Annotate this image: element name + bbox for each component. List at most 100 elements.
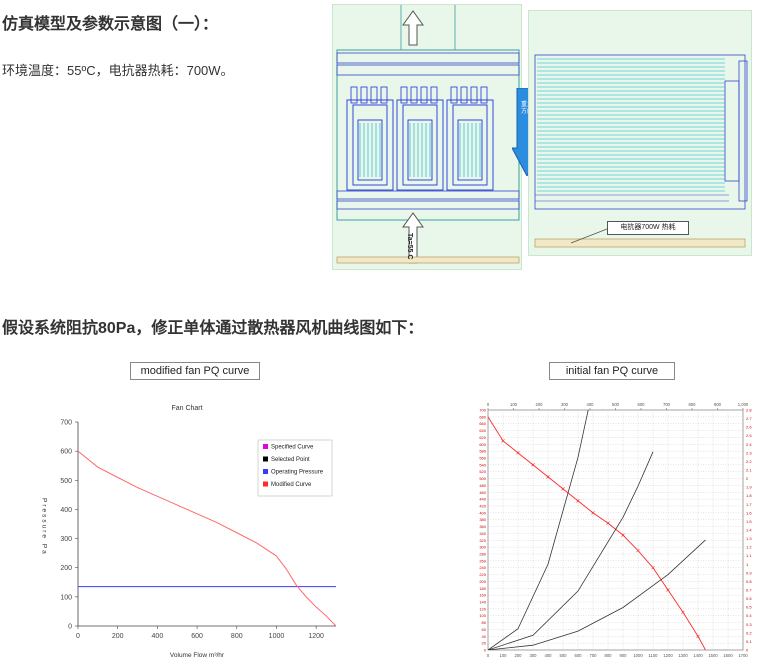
y-tick-label: 100 — [479, 613, 486, 618]
x-tick-label: 100 — [500, 653, 508, 658]
top-tick-label: 1,000 — [738, 402, 749, 407]
fan-curve-marker — [666, 588, 670, 592]
y-tick-label: 80 — [482, 620, 487, 625]
x-tick-label: 200 — [515, 653, 523, 658]
right-tick-label: 2.5 — [746, 433, 752, 438]
y-tick-label: 0 — [484, 648, 487, 653]
legend-entry: Specified Curve — [271, 445, 314, 451]
x-tick-label: 300 — [530, 653, 538, 658]
y-tick-label: 520 — [479, 469, 486, 474]
fan-curve-marker — [621, 533, 625, 537]
right-tick-label: 2.4 — [746, 442, 752, 447]
y-tick-label: 600 — [60, 449, 72, 456]
simulation-right-schematic — [534, 54, 748, 248]
y-tick-label: 320 — [479, 538, 486, 543]
x-tick-label: 500 — [560, 653, 568, 658]
y-tick-label: 340 — [479, 531, 486, 536]
right-tick-label: 1.2 — [746, 545, 752, 550]
x-axis-label: Volume Flow m³/hr — [170, 652, 225, 659]
x-tick-label: 200 — [112, 633, 124, 640]
legend-box — [257, 439, 333, 497]
x-tick-label: 0 — [76, 633, 80, 640]
y-tick-label: 700 — [60, 420, 72, 427]
section-heading-2: 假设系统阻抗80Pa，修正单体通过散热器风机曲线图如下： — [2, 320, 424, 337]
fan-curve-marker — [591, 511, 595, 515]
right-tick-label: 0.5 — [746, 605, 752, 610]
fan-curve-marker — [636, 548, 640, 553]
right-tick-label: 0.7 — [746, 588, 752, 593]
y-tick-label: 260 — [479, 558, 486, 563]
right-tick-label: 1.3 — [746, 536, 752, 541]
right-tick-label: 0.3 — [746, 622, 752, 627]
right-tick-label: 1.4 — [746, 528, 752, 533]
y-tick-label: 140 — [479, 600, 486, 605]
heat-loss-label: 电抗器700W 热耗 — [607, 221, 689, 235]
right-tick-label: 1.1 — [746, 553, 752, 558]
right-tick-label: 2.7 — [746, 416, 752, 421]
y-axis-label: Pressure Pa — [41, 498, 48, 556]
y-tick-label: 640 — [479, 428, 486, 433]
top-tick-label: 0 — [487, 402, 490, 407]
simulation-left-panel: Ta=55 C — [332, 4, 522, 270]
modified-chart-label: modified fan PQ curve — [130, 362, 260, 380]
y-tick-label: 120 — [479, 606, 486, 611]
top-tick-label: 700 — [663, 402, 671, 407]
fan-curve-line — [488, 416, 706, 650]
right-tick-label: 2.3 — [746, 450, 752, 455]
right-tick-label: 1 — [746, 562, 749, 567]
x-tick-label: 800 — [231, 633, 243, 640]
y-tick-label: 180 — [479, 586, 486, 591]
fan-curve-marker — [576, 499, 580, 503]
y-tick-label: 660 — [479, 421, 486, 426]
y-tick-label: 160 — [479, 593, 486, 598]
right-tick-label: 1.7 — [746, 502, 752, 507]
x-tick-label: 700 — [590, 653, 598, 658]
x-tick-label: 1100 — [648, 653, 658, 658]
simulation-left-schematic — [336, 5, 520, 264]
y-tick-label: 200 — [60, 565, 72, 572]
top-tick-label: 600 — [638, 402, 646, 407]
system-curve-line — [488, 539, 706, 650]
right-tick-label: 0.2 — [746, 630, 752, 635]
x-tick-label: 1300 — [678, 653, 688, 658]
x-tick-label: 0 — [487, 653, 490, 658]
y-tick-label: 580 — [479, 449, 486, 454]
airflow-out-arrow-icon — [402, 10, 424, 46]
y-tick-label: 220 — [479, 572, 486, 577]
x-tick-label: 1600 — [723, 653, 733, 658]
right-tick-label: 0.8 — [746, 579, 752, 584]
simulation-right-panel: 电抗器700W 热耗 — [528, 10, 752, 256]
y-tick-label: 460 — [479, 490, 486, 495]
y-tick-label: 400 — [60, 507, 72, 514]
y-tick-label: 380 — [479, 517, 486, 522]
fan-curve-marker — [531, 463, 535, 467]
y-tick-label: 560 — [479, 456, 486, 461]
right-tick-label: 1.6 — [746, 510, 752, 515]
top-tick-label: 400 — [587, 402, 595, 407]
y-tick-label: 440 — [479, 497, 486, 502]
y-tick-label: 600 — [479, 442, 486, 447]
right-tick-label: 0.4 — [746, 613, 752, 618]
y-tick-label: 20 — [482, 641, 487, 646]
fan-curve-marker — [501, 439, 505, 443]
fan-curve-marker — [561, 487, 565, 491]
y-tick-label: 360 — [479, 524, 486, 529]
legend-entry: Selected Point — [271, 457, 310, 463]
fan-curve-marker — [696, 634, 700, 638]
legend-swatch — [263, 469, 268, 474]
fan-curve-marker — [546, 475, 550, 479]
fan-curve-marker — [651, 566, 655, 570]
ambient-temp-label: Ta=55 C — [406, 233, 413, 260]
y-tick-label: 200 — [479, 579, 486, 584]
y-tick-label: 680 — [479, 414, 486, 419]
right-tick-label: 0.9 — [746, 570, 752, 575]
right-tick-label: 1.5 — [746, 519, 752, 524]
legend-swatch — [263, 444, 268, 449]
y-tick-label: 620 — [479, 435, 486, 440]
chart-title: Fan Chart — [171, 405, 202, 412]
legend-swatch — [263, 481, 268, 487]
right-tick-label: 2 — [746, 476, 749, 481]
